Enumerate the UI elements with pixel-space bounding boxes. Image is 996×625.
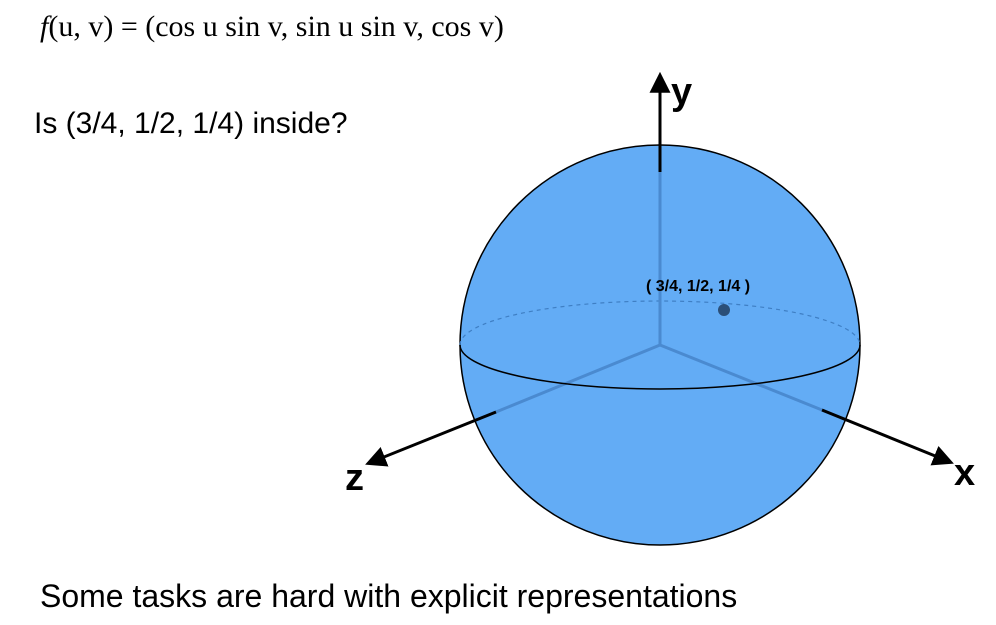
formula-function: f [40, 10, 49, 43]
caption-text: Some tasks are hard with explicit repres… [40, 578, 738, 614]
formula-equals: = [113, 10, 146, 43]
x-axis [821, 408, 954, 466]
z-axis-label: z [345, 457, 364, 499]
formula-args: (u, v) [48, 10, 114, 43]
x-axis-inside [659, 343, 823, 412]
z-axis [365, 410, 497, 467]
x-axis-label: x [954, 452, 975, 494]
y-axis-label: y [671, 71, 692, 113]
query-point [718, 304, 730, 316]
formula: f(u, v) = (cos u sin v, sin u sin v, cos… [40, 10, 504, 44]
formula-rhs: (cos u sin v, sin u sin v, cos v) [145, 10, 504, 43]
question-text: Is (3/4, 1/2, 1/4) inside? [34, 107, 348, 140]
equator-front [459, 344, 861, 390]
query-point-label: ( 3/4, 1/2, 1/4 ) [646, 278, 750, 295]
z-axis-inside [495, 343, 661, 414]
